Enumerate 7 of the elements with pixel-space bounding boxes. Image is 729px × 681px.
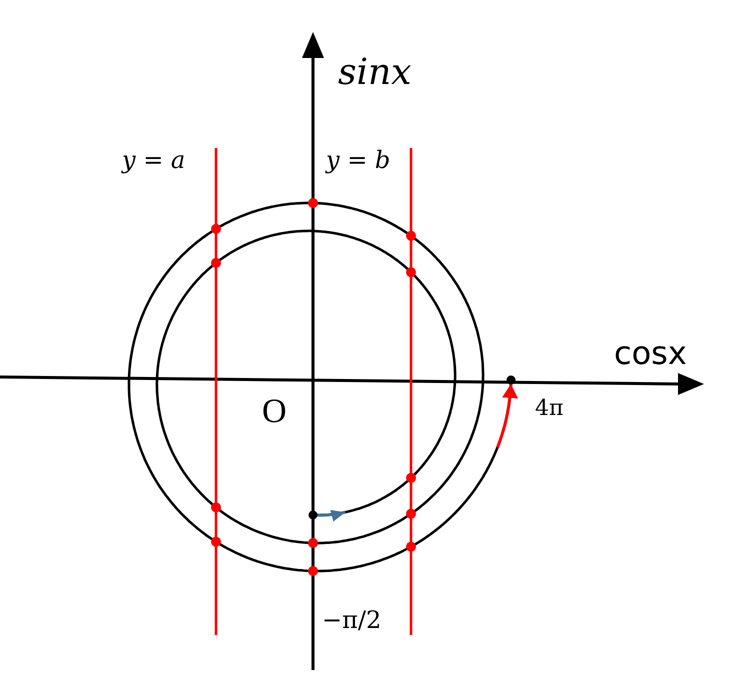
- origin-label: O: [262, 395, 287, 429]
- axis-label: cosx: [614, 337, 687, 369]
- line-label: y = a: [122, 148, 186, 172]
- line-label: y = b: [326, 148, 390, 172]
- angle-label: −π/2: [322, 608, 382, 632]
- axis-label: sinx: [338, 55, 412, 91]
- angle-label: 4π: [535, 398, 564, 420]
